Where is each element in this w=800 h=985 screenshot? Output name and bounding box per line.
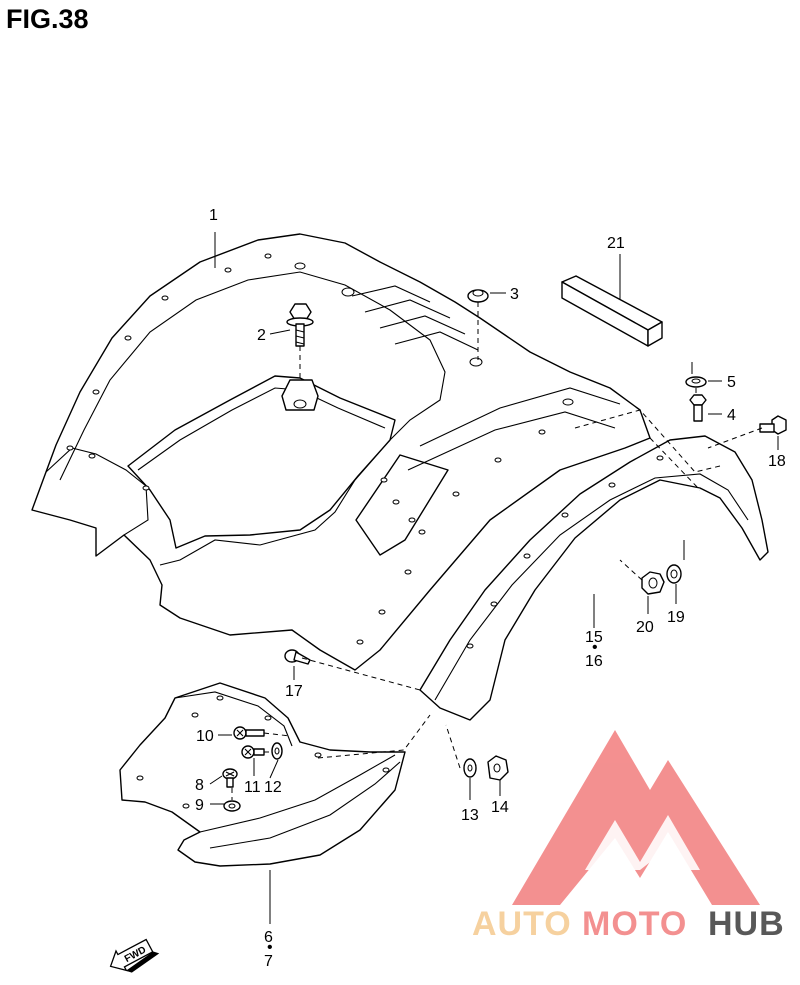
rear-fender-seat-well: [127, 375, 396, 549]
splash-guard-holes: [136, 695, 390, 809]
rear-fender-side-plate: [355, 454, 449, 556]
splash-guard-part-6-7: [119, 682, 406, 867]
callout-12: 12: [264, 779, 282, 796]
callout-15: 15: [585, 629, 603, 646]
watermark-word-moto: MOTO: [582, 905, 687, 943]
callout-13: 13: [461, 807, 479, 824]
washer-part-9: [223, 800, 241, 812]
callout-11: 11: [244, 779, 261, 796]
splash-guard-curve-2: [209, 761, 401, 849]
rear-fender-inner-rim: [59, 271, 446, 566]
rear-fender-rear-ridge: [407, 387, 621, 471]
screw-part-17: [284, 649, 311, 665]
leader-lines: [209, 232, 779, 924]
bolt-part-2: [286, 303, 314, 347]
separator-6-7: •: [267, 939, 273, 956]
rear-fender-ribs: [351, 285, 479, 351]
cushion-part-21: [561, 275, 663, 347]
screw-part-11: [241, 745, 265, 759]
washer-part-13: [463, 758, 477, 778]
nut-part-20: [641, 571, 665, 595]
figure-title: FIG.38: [6, 4, 89, 34]
fwd-direction-arrow: FWD: [109, 938, 160, 973]
assembly-lines: [231, 302, 763, 800]
callout-4: 4: [727, 407, 736, 424]
bolt-part-4: [689, 394, 707, 422]
watermark-inner-mark: [585, 815, 700, 870]
splash-guard-curve-1: [199, 754, 396, 833]
fender-extension-inner-edge: [434, 473, 749, 701]
callout-17: 17: [285, 683, 303, 700]
callout-19: 19: [667, 609, 685, 626]
watermark-word-hub: HUB: [708, 905, 785, 943]
fender-extension-rivet-holes: [466, 455, 664, 649]
washer-part-12: [271, 742, 283, 760]
cushion-end: [647, 321, 663, 347]
fwd-arrow-shadow: [126, 951, 160, 973]
fwd-arrow-icon: [109, 938, 154, 972]
callout-20: 20: [636, 619, 654, 636]
splash-guard-outline: [119, 682, 406, 867]
nut-part-14: [487, 755, 509, 781]
fender-extension-part-15-16: [419, 435, 769, 721]
callout-5: 5: [727, 374, 736, 391]
rear-fender-part-1: [31, 233, 651, 671]
separator-15-16: •: [592, 639, 598, 656]
callout-2: 2: [257, 327, 266, 344]
callout-21: 21: [607, 235, 625, 252]
callout-6: 6: [264, 929, 273, 946]
watermark-triangle-mark: [512, 730, 760, 905]
callout-labels: 1 2 3 4 5 6 • 7 8 9 10 11 12 13 14 15 • …: [195, 207, 786, 970]
callout-7: 7: [264, 953, 273, 970]
callout-16: 16: [585, 653, 603, 670]
callout-10: 10: [196, 728, 214, 745]
callout-14: 14: [491, 799, 509, 816]
grommet-part-3: [467, 289, 489, 303]
rear-fender-mount-boss: [281, 379, 319, 411]
splash-guard-top-edge: [174, 691, 293, 747]
washer-part-19: [666, 564, 682, 584]
fender-extension-outline: [419, 435, 769, 721]
bolt-part-18: [759, 415, 787, 435]
screw-part-8: [222, 768, 238, 788]
rear-fender-seat-well-lip: [137, 387, 386, 471]
watermark-logo: AUTO MOTO HUB: [472, 730, 785, 943]
screw-part-10: [233, 726, 265, 740]
washer-part-5: [685, 376, 707, 388]
callout-1: 1: [209, 207, 218, 224]
callout-3: 3: [510, 286, 519, 303]
rear-fender-rivet-holes: [66, 253, 574, 645]
callout-18: 18: [768, 453, 786, 470]
rear-fender-boss-hole: [293, 399, 307, 409]
callout-8: 8: [195, 777, 204, 794]
watermark-word-auto: AUTO: [472, 905, 572, 943]
callout-9: 9: [195, 797, 204, 814]
